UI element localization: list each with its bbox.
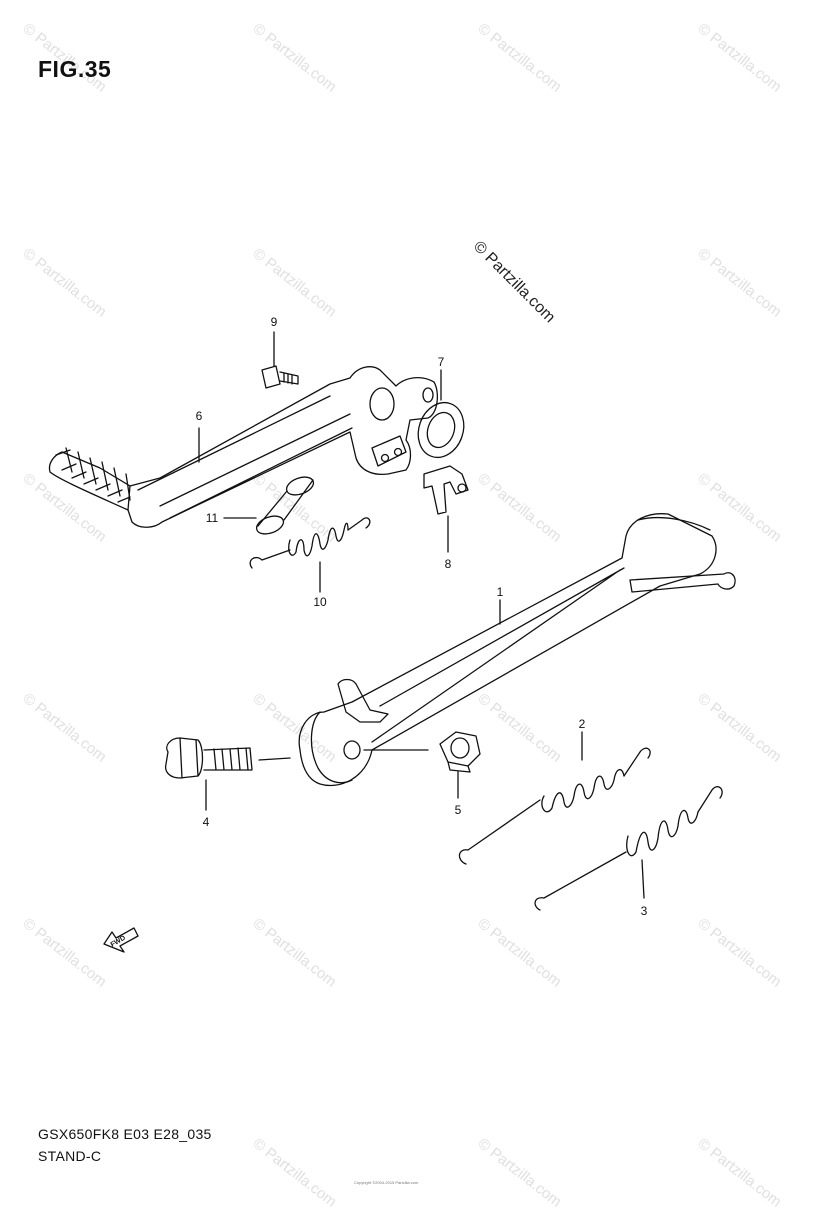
copyright-note: Copyright ©2004-2015 Partzilla.com xyxy=(354,1180,419,1185)
forward-arrow-icon xyxy=(103,927,139,953)
leader-lines xyxy=(198,331,645,899)
callout-2: 2 xyxy=(579,717,586,731)
bolt-part[interactable] xyxy=(261,365,299,389)
spring-part[interactable] xyxy=(249,517,371,569)
nut-part[interactable] xyxy=(439,731,481,773)
clip-part[interactable] xyxy=(423,465,469,515)
callout-1: 1 xyxy=(497,585,504,599)
callout-labels: 1 2 3 4 5 6 7 8 9 10 11 FWD xyxy=(110,315,648,949)
brake-pedal-part[interactable] xyxy=(48,366,439,528)
callout-4: 4 xyxy=(203,815,210,829)
callout-9: 9 xyxy=(271,315,278,329)
figure-code: GSX650FK8 E03 E28_035 xyxy=(38,1126,212,1142)
callout-3: 3 xyxy=(641,904,648,918)
section-name: STAND-C xyxy=(38,1148,102,1164)
callout-8: 8 xyxy=(445,557,452,571)
callout-7: 7 xyxy=(438,355,445,369)
callout-5: 5 xyxy=(455,803,462,817)
bushing-part[interactable] xyxy=(254,474,316,538)
callout-10: 10 xyxy=(313,595,327,609)
callout-11: 11 xyxy=(206,511,219,525)
spring-part[interactable] xyxy=(458,747,651,865)
figure-title: FIG.35 xyxy=(38,56,112,82)
fwd-label: FWD xyxy=(110,935,127,949)
callout-6: 6 xyxy=(196,409,203,423)
pivot-bolt-part[interactable] xyxy=(164,737,253,779)
washer-part[interactable] xyxy=(411,396,471,464)
spring-part[interactable] xyxy=(534,786,723,911)
side-stand-part[interactable] xyxy=(298,513,736,787)
